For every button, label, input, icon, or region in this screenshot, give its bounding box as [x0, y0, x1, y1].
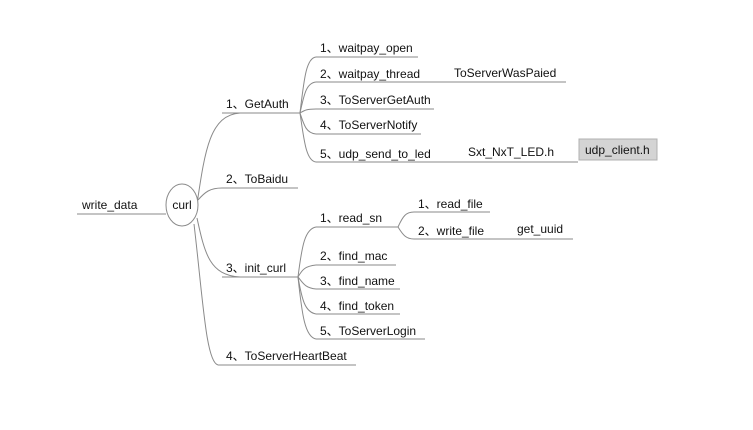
- note-toserverwaspaied[interactable]: ToServerWasPaied: [454, 66, 556, 80]
- link-udp-send: [299, 112, 317, 163]
- link-find-name: [297, 276, 317, 290]
- link-find-mac: [297, 264, 317, 278]
- tag-udp-client: udp_client.h: [585, 143, 650, 157]
- node-toservergetauth[interactable]: 3、ToServerGetAuth: [320, 93, 431, 107]
- note-sxt-nxt-led[interactable]: Sxt_NxT_LED.h: [468, 145, 554, 159]
- node-find-name[interactable]: 3、find_name: [320, 274, 395, 288]
- node-find-token[interactable]: 4、find_token: [320, 299, 394, 313]
- link-hub-initcurl: [196, 217, 241, 278]
- node-waitpay-thread[interactable]: 2、waitpay_thread: [320, 67, 420, 81]
- branch-heartbeat[interactable]: 4、ToServerHeartBeat: [226, 349, 347, 363]
- link-hub-getauth: [196, 112, 241, 205]
- branch-getauth[interactable]: 1、GetAuth: [226, 97, 289, 111]
- link-write-file: [397, 226, 415, 240]
- link-hub-tobaidu: [197, 187, 223, 201]
- link-find-token: [297, 276, 317, 315]
- link-read-file: [397, 211, 415, 228]
- hub-node[interactable]: [165, 183, 199, 227]
- node-read-file[interactable]: 1、read_file: [418, 197, 483, 211]
- node-find-mac[interactable]: 2、find_mac: [320, 249, 387, 263]
- hub-label: curl: [172, 198, 191, 212]
- link-toservernotify: [299, 112, 317, 135]
- link-toserverlogin: [297, 276, 317, 340]
- node-waitpay-open[interactable]: 1、waitpay_open: [320, 41, 413, 55]
- link-read-sn: [297, 226, 317, 278]
- node-write-file[interactable]: 2、write_file: [418, 224, 484, 238]
- link-waitpay-open: [299, 56, 317, 114]
- link-hub-heartbeat: [193, 223, 219, 366]
- node-toservernotify[interactable]: 4、ToServerNotify: [320, 118, 417, 132]
- node-read-sn[interactable]: 1、read_sn: [320, 211, 382, 225]
- link-waitpay-thread: [299, 81, 317, 114]
- link-toservergetauth: [299, 108, 317, 114]
- connector-lines: [77, 56, 578, 366]
- root-node[interactable]: write_data: [81, 198, 138, 212]
- note-get-uuid[interactable]: get_uuid: [517, 222, 563, 236]
- header-tag-box[interactable]: [578, 138, 658, 161]
- node-toserverlogin[interactable]: 5、ToServerLogin: [320, 324, 416, 338]
- branch-tobaidu[interactable]: 2、ToBaidu: [226, 172, 288, 186]
- branch-initcurl[interactable]: 3、init_curl: [226, 261, 286, 275]
- node-udp-send-to-led[interactable]: 5、udp_send_to_led: [320, 147, 431, 161]
